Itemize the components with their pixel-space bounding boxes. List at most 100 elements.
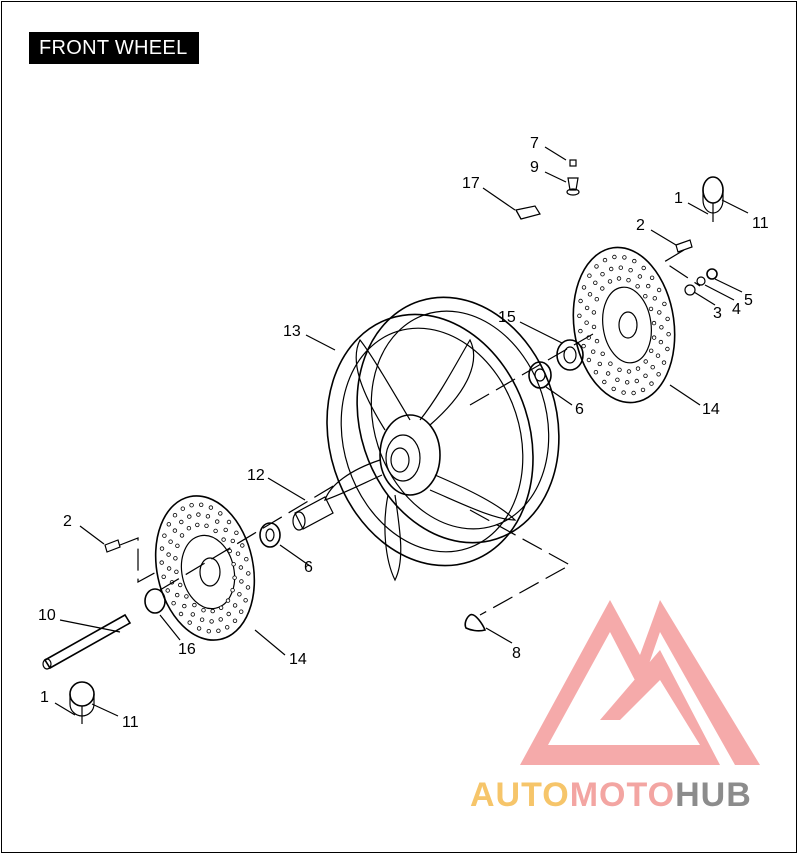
valve-cap xyxy=(569,159,577,167)
rotor-hole xyxy=(635,366,641,371)
rotor-hole xyxy=(643,373,648,378)
rotor-hole xyxy=(175,543,180,548)
valve-grommet xyxy=(464,613,487,632)
rotor-hole xyxy=(245,585,251,590)
rotor-hole xyxy=(609,266,614,272)
rotor-hole xyxy=(239,579,244,584)
rotor-hole xyxy=(578,298,583,304)
rotor-hole xyxy=(651,320,657,326)
rotor-hole xyxy=(223,527,228,533)
rotor-hole xyxy=(187,620,192,625)
rotor-hole xyxy=(189,503,194,508)
watermark-logo xyxy=(520,600,760,765)
rotor-hole xyxy=(597,361,602,367)
rotor-hole xyxy=(658,339,664,345)
rotor-hole xyxy=(198,502,204,507)
rotor-hole xyxy=(621,390,626,395)
rotor-hole xyxy=(205,514,211,519)
rotor-hole xyxy=(226,611,231,617)
rotor-hole xyxy=(196,512,201,517)
callout-12: 12 xyxy=(247,467,265,484)
callout-1: 1 xyxy=(40,689,49,706)
rotor-hole xyxy=(593,370,599,375)
callout-3: 3 xyxy=(713,305,722,322)
rotor-hole xyxy=(608,361,613,366)
rotor-hole xyxy=(195,522,200,528)
rotor-hole xyxy=(666,332,671,337)
rotor-hole xyxy=(577,313,582,318)
left-brake-rotor xyxy=(154,495,256,641)
rotor-hole xyxy=(605,371,611,376)
rotor-hole xyxy=(600,272,605,277)
rotor-hole xyxy=(581,285,587,290)
callout-17: 17 xyxy=(462,175,480,192)
axle-sleeve xyxy=(292,496,334,531)
rotor-hole xyxy=(662,301,667,307)
rotor-hole xyxy=(238,565,244,570)
rotor-hole xyxy=(635,284,640,289)
rotor-hole xyxy=(172,528,178,533)
rotor-hole xyxy=(238,609,244,614)
rotor-hole xyxy=(586,357,592,363)
rotor-hole xyxy=(186,526,192,531)
rotor-hole xyxy=(622,255,627,260)
rotor-hole xyxy=(600,351,605,356)
rotor-hole xyxy=(651,335,657,340)
rotor-hole xyxy=(171,601,176,606)
rotor-hole xyxy=(226,519,232,525)
rotor-hole xyxy=(227,548,232,554)
rotor-hole xyxy=(206,629,211,634)
rotor-hole xyxy=(615,377,620,382)
callout-14: 14 xyxy=(289,651,307,668)
rotor-hole xyxy=(616,276,622,281)
rotor-hole xyxy=(190,612,195,617)
callout-14: 14 xyxy=(702,401,720,418)
rotor-hole xyxy=(637,274,643,279)
callout-2: 2 xyxy=(63,513,72,530)
rotor-hole xyxy=(244,557,249,562)
callout-6: 6 xyxy=(575,401,584,418)
cast-wheel xyxy=(324,296,560,582)
rotor-hole xyxy=(230,588,235,593)
rotor-hole xyxy=(649,348,654,353)
rotor-hole xyxy=(648,306,654,312)
rotor-hole xyxy=(166,566,172,571)
rotor-hole xyxy=(649,275,655,280)
rotor-hole xyxy=(584,320,589,325)
right-brake-rotor xyxy=(572,246,676,404)
rotor-hole xyxy=(214,519,220,524)
rotor-hole xyxy=(231,562,236,567)
rotor-bolt-right xyxy=(662,239,701,287)
valve-stem xyxy=(566,177,580,196)
rotor-hole xyxy=(643,359,648,364)
rotor-hole xyxy=(626,278,631,283)
callout-6: 6 xyxy=(304,559,313,576)
rotor-hole xyxy=(659,325,664,330)
rotor-hole xyxy=(182,603,187,609)
rotor-hole xyxy=(618,265,623,270)
watermark-part-auto: AUTO xyxy=(470,776,570,814)
rotor-hole xyxy=(178,611,184,617)
rotor-hole xyxy=(204,523,209,528)
rotor-hole xyxy=(235,551,241,556)
rotor-hole xyxy=(218,605,224,610)
rotor-hole xyxy=(612,254,617,260)
rotor-hole xyxy=(184,594,189,599)
rotor-hole xyxy=(232,603,238,608)
rotor-hole xyxy=(232,575,237,580)
rotor-hole xyxy=(166,522,171,527)
rotor-hole xyxy=(632,258,637,264)
rotor-hole xyxy=(225,598,231,603)
rotor-hole xyxy=(602,257,608,263)
rotor-hole xyxy=(584,305,590,311)
callout-7: 7 xyxy=(530,135,539,152)
rotor-hole xyxy=(628,268,633,273)
rotor-hole xyxy=(602,379,607,385)
valve-centerline xyxy=(469,509,572,616)
rotor-hole xyxy=(179,519,184,525)
rotor-hole xyxy=(593,280,598,285)
rotor-hole xyxy=(243,598,248,603)
rotor-hole xyxy=(591,324,597,330)
